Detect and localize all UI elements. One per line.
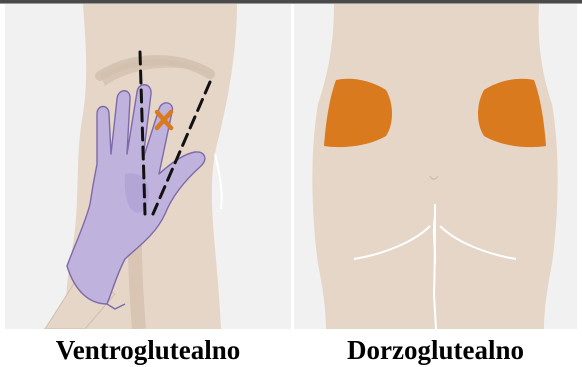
ventrogluteal-caption: Ventroglutealno [5, 333, 291, 367]
ventrogluteal-illustration [5, 4, 291, 329]
dorsogluteal-caption: Dorzoglutealno [294, 333, 577, 367]
injection-area-left [324, 79, 392, 147]
ventrogluteal-panel [5, 4, 291, 329]
dorsogluteal-illustration [294, 4, 577, 329]
injection-area-right [478, 79, 546, 147]
dorsogluteal-panel [294, 4, 577, 329]
